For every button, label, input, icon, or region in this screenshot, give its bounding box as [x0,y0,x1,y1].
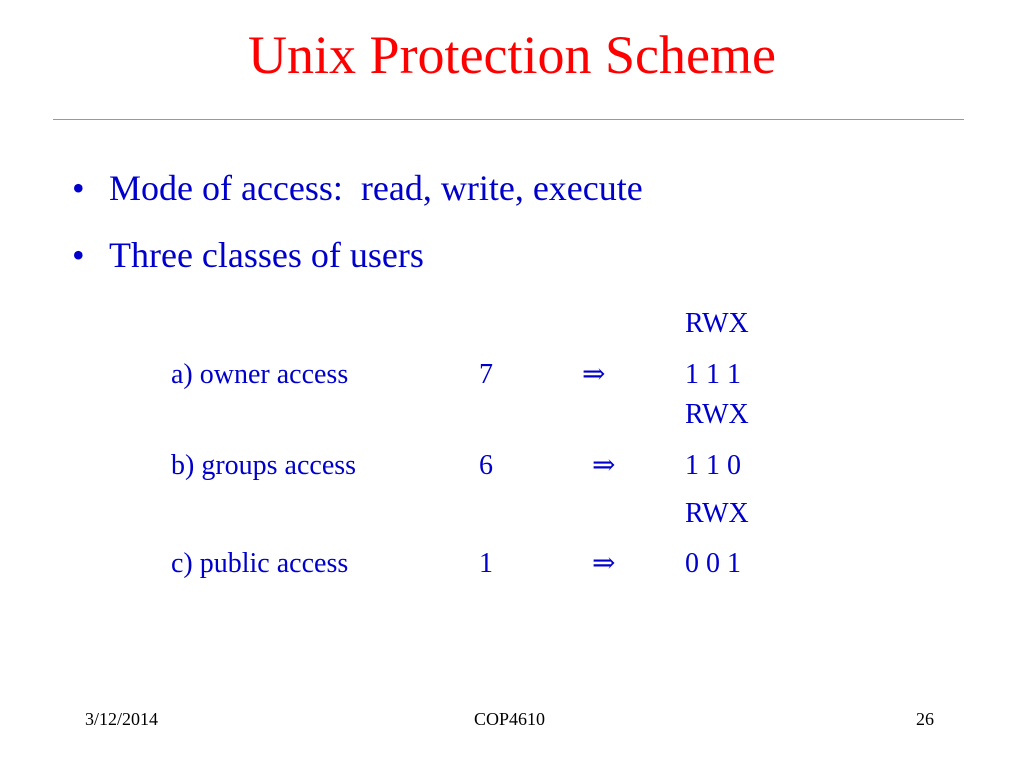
implies-arrow: ⇒ [592,548,616,579]
class-label: a) owner access [171,359,349,390]
class-label: c) public access [171,548,349,579]
footer-date: 3/12/2014 [85,709,159,729]
footer-course: COP4610 [474,709,546,729]
permission-bits: 1 1 1 [685,359,741,390]
implies-arrow: ⇒ [592,450,616,481]
octal-value: 1 [479,548,493,579]
permission-bits: 1 1 0 [685,450,741,481]
octal-value: 7 [479,359,493,390]
slide-number: 26 [916,709,934,729]
bullet-text: Mode of access: read, write, execute [109,168,643,208]
slide-title: Unix Protection Scheme [248,25,776,85]
bullet-marker: • [72,235,85,275]
permission-bits: 0 0 1 [685,548,741,579]
bullet-text: Three classes of users [109,235,424,275]
bullet-marker: • [72,168,85,208]
class-label: b) groups access [171,450,357,481]
rwx-header: RWX [685,498,749,529]
octal-value: 6 [479,450,493,481]
title-divider [53,119,964,120]
rwx-header: RWX [685,399,749,430]
implies-arrow: ⇒ [582,359,606,390]
rwx-header: RWX [685,308,749,339]
